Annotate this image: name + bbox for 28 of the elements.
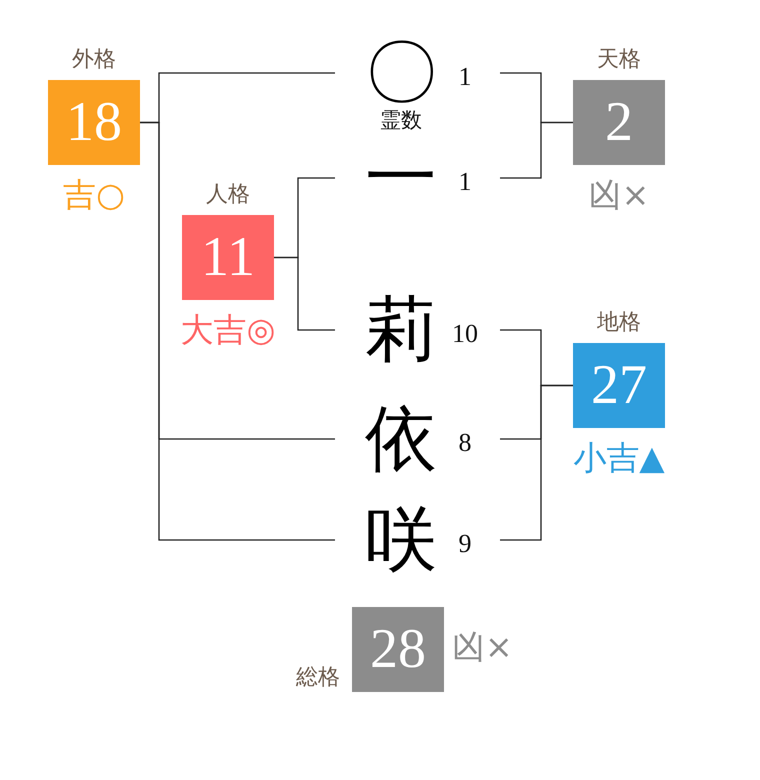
stroke-count: 9: [458, 530, 472, 558]
bracket-line: [500, 122, 573, 179]
fortune-label: 凶×: [588, 177, 650, 213]
grade-heading: 地格: [597, 311, 641, 335]
name-character: 莉: [364, 290, 438, 370]
fortune-label: 吉○: [63, 177, 125, 213]
fortune-label: 大吉◎: [180, 312, 276, 348]
grade-heading: 人格: [206, 183, 250, 207]
grade-heading: 天格: [597, 48, 641, 72]
name-character: 咲: [364, 500, 438, 580]
stroke-count: 8: [458, 429, 472, 457]
score-box: 2: [573, 80, 665, 165]
fortune-label: 凶×: [452, 629, 513, 665]
name-character: 依: [364, 399, 438, 479]
score-box: 27: [573, 343, 665, 428]
stroke-count: 10: [452, 320, 478, 348]
score-box: 18: [48, 80, 140, 165]
score-box: 11: [182, 215, 274, 300]
name-character: 一: [364, 138, 438, 218]
stroke-count: 1: [458, 63, 472, 91]
bracket-line: [500, 384, 573, 541]
bracket-line: [140, 122, 335, 541]
fortune-label: 小吉▲: [573, 440, 665, 476]
score-box: 28: [352, 607, 444, 692]
grade-heading: 総格: [296, 666, 340, 690]
bracket-line: [274, 256, 335, 331]
stroke-count: 1: [458, 168, 472, 196]
grade-heading: 外格: [72, 48, 116, 72]
